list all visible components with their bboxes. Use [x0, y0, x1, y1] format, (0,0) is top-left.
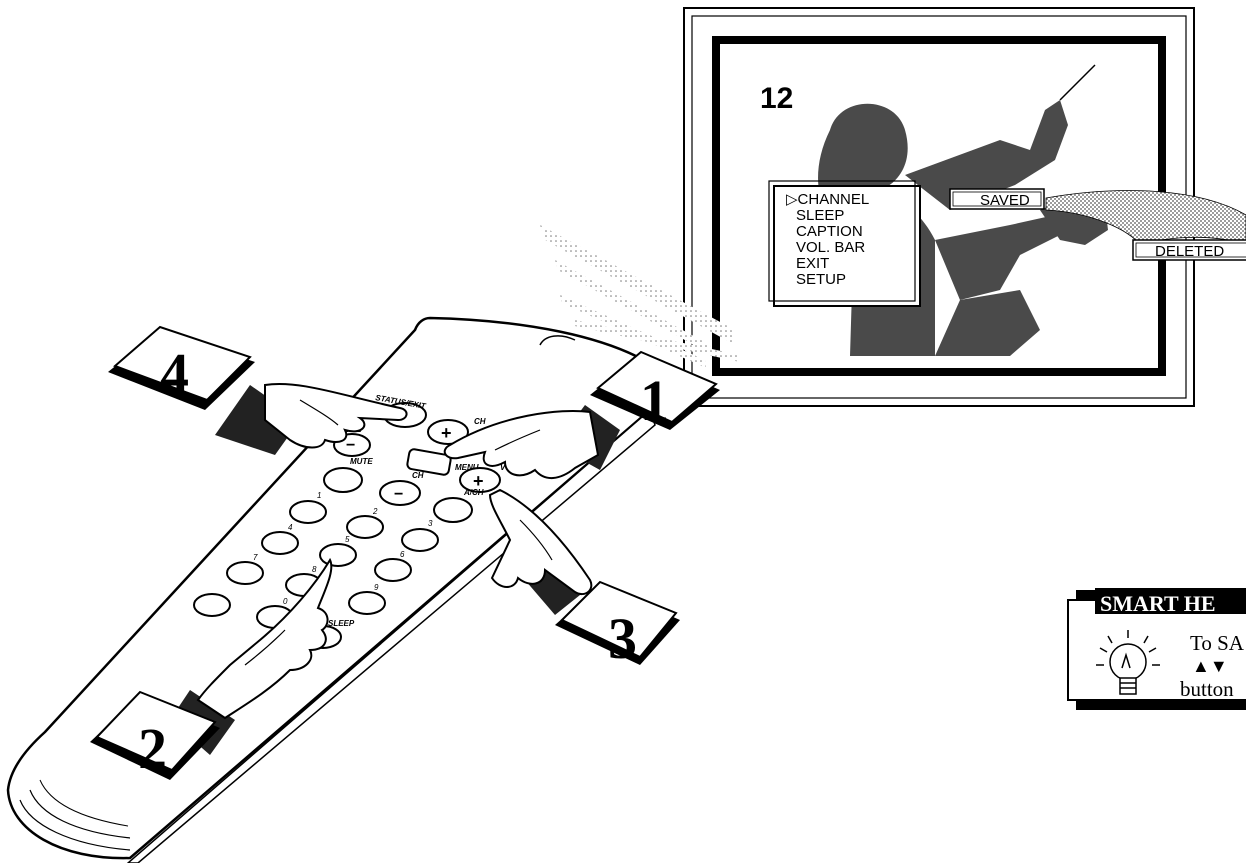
- smart-help-line-2: ▲▼: [1192, 656, 1228, 676]
- ch-down-button[interactable]: [379, 480, 421, 506]
- minus-icon: −: [346, 437, 355, 454]
- svg-text:DELETED: DELETED: [1155, 243, 1224, 260]
- digit-7-button[interactable]: [226, 561, 264, 585]
- menu-item-channel: ▷CHANNEL: [786, 191, 869, 208]
- menu-button[interactable]: [406, 448, 452, 476]
- digit-9-button[interactable]: [348, 591, 386, 615]
- svg-text:A/CH: A/CH: [463, 488, 484, 497]
- svg-text:2: 2: [138, 716, 167, 781]
- step-card-1: 1: [590, 350, 720, 433]
- digit-3-button[interactable]: [401, 528, 439, 552]
- ach-button[interactable]: [433, 497, 473, 523]
- svg-text:3: 3: [428, 519, 433, 528]
- svg-text:CH: CH: [412, 471, 424, 480]
- svg-text:SLEEP: SLEEP: [328, 619, 355, 628]
- svg-text:MUTE: MUTE: [350, 457, 373, 466]
- hand-step-3: [488, 488, 593, 615]
- smart-help-line-1: To SA: [1190, 631, 1245, 655]
- plus-icon: +: [441, 423, 452, 443]
- menu-item-setup: SETUP: [796, 271, 846, 288]
- digit-1-button[interactable]: [289, 500, 327, 524]
- svg-text:4: 4: [160, 341, 189, 406]
- svg-text:1: 1: [317, 491, 321, 500]
- svg-text:2: 2: [372, 507, 378, 516]
- remote-signal-beams: [540, 225, 740, 368]
- light-bulb-icon: [1096, 630, 1160, 695]
- svg-text:5: 5: [345, 535, 350, 544]
- svg-text:4: 4: [288, 523, 293, 532]
- deleted-indicator: DELETED: [1132, 239, 1246, 261]
- svg-text:MENU: MENU: [455, 463, 479, 472]
- mute-button[interactable]: [323, 467, 363, 493]
- svg-text:7: 7: [253, 553, 258, 562]
- svg-text:6: 6: [400, 550, 405, 559]
- hand-step-4: [215, 383, 408, 455]
- smart-help-title: SMART HE: [1100, 591, 1216, 616]
- svg-text:9: 9: [374, 583, 379, 592]
- svg-text:8: 8: [312, 565, 317, 574]
- step-card-2: 2: [90, 690, 220, 781]
- smart-help-box: SMART HE To SA ▲▼ button: [1067, 588, 1246, 710]
- ch-up-button[interactable]: [427, 419, 469, 445]
- vol-up-button[interactable]: [459, 467, 501, 493]
- saved-indicator: SAVED: [949, 188, 1045, 210]
- menu-item-exit: EXIT: [796, 255, 829, 272]
- svg-text:1: 1: [640, 368, 669, 433]
- on-screen-menu: ▷CHANNEL SLEEP CAPTION VOL. BAR EXIT SET…: [768, 180, 921, 307]
- digit-5-button[interactable]: [319, 543, 357, 567]
- step-card-3: 3: [555, 580, 680, 671]
- digit-2-button[interactable]: [346, 515, 384, 539]
- hand-step-1: [443, 405, 620, 479]
- menu-item-caption: CAPTION: [796, 223, 863, 240]
- svg-text:0: 0: [283, 597, 288, 606]
- smart-help-line-3: button: [1180, 677, 1234, 701]
- plus-icon: +: [473, 471, 484, 491]
- menu-item-sleep: SLEEP: [796, 207, 844, 224]
- step-card-4: 4: [108, 325, 255, 410]
- svg-text:3: 3: [608, 606, 637, 671]
- digit-6-button[interactable]: [374, 558, 412, 582]
- digit-4-button[interactable]: [261, 531, 299, 555]
- minus-icon: −: [394, 486, 403, 503]
- menu-item-vol-bar: VOL. BAR: [796, 239, 865, 256]
- deleted-swoosh: [1045, 190, 1246, 246]
- cc-button[interactable]: [193, 593, 231, 617]
- channel-number: 12: [760, 82, 793, 115]
- svg-text:CH: CH: [474, 417, 486, 426]
- svg-text:SAVED: SAVED: [980, 192, 1030, 209]
